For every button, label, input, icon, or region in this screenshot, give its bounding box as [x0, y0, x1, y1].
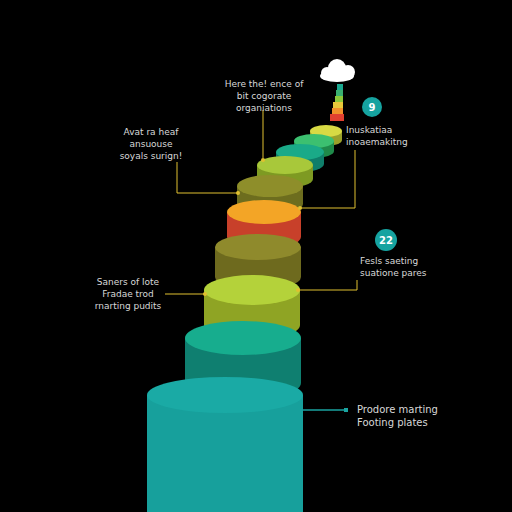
cylinder-top: [257, 156, 313, 174]
callout-text: Prodore marting Footing plates: [357, 403, 457, 429]
leader-dot: [261, 158, 265, 162]
cylinder-top: [204, 275, 300, 305]
leader-dot: [344, 408, 348, 412]
callout-number: 22: [375, 229, 397, 251]
step: [335, 96, 343, 102]
callout-text: Fesls saeting suatione pares: [360, 255, 436, 279]
leader-line: [300, 409, 345, 411]
leader-line: [300, 150, 355, 208]
step: [330, 114, 344, 121]
leader-line: [263, 110, 264, 158]
step: [337, 84, 343, 90]
number-text: 22: [379, 235, 393, 246]
leader-line: [165, 294, 205, 295]
cylinder-top: [215, 234, 301, 260]
callout-text: Here the! ence of bit cogorate organiati…: [222, 78, 306, 114]
callout-text: Inuskatiaa inoaemakitng: [346, 124, 420, 148]
callout-text: Avat ra heaf ansuouse soyals surign!: [114, 126, 188, 162]
callout-number: 9: [362, 97, 382, 117]
number-text: 9: [369, 102, 376, 113]
leader-line: [298, 280, 357, 290]
callout-text: Saners of lote Fradae trod rnarting pudi…: [90, 276, 166, 312]
cylinder-top: [147, 377, 303, 413]
leader-line: [177, 162, 238, 193]
cylinder-top: [237, 175, 303, 197]
cylinder-top: [227, 200, 301, 224]
leader-dot: [203, 292, 207, 296]
leader-dot: [298, 206, 302, 210]
cloud: [341, 65, 355, 79]
cylinder-top: [185, 321, 301, 355]
leader-dot: [296, 288, 300, 292]
step: [332, 108, 343, 114]
step: [336, 90, 343, 96]
step: [333, 102, 343, 108]
leader-dot: [236, 191, 240, 195]
